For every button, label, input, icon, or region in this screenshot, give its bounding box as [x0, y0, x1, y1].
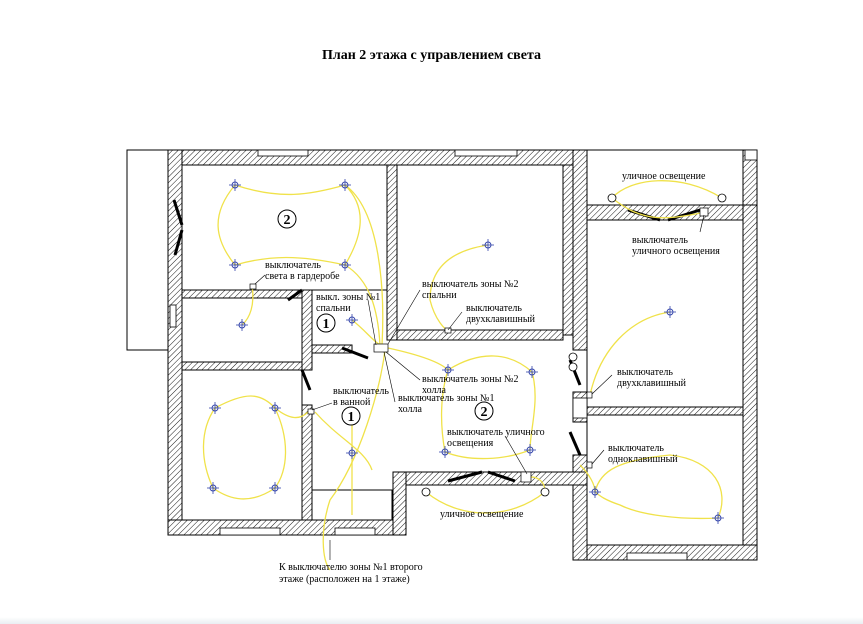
label-street-switch-2: выключатель уличного — [447, 427, 545, 438]
switch-icon — [699, 207, 709, 217]
label-bedroom-zone1: спальни — [316, 303, 351, 314]
label-bathroom-switch: выключатель — [333, 386, 389, 397]
label-double-switch-right: двухклавишный — [617, 378, 687, 389]
zone-number: 1 — [323, 317, 330, 332]
label-double-switch-mid: выключатель — [466, 303, 522, 314]
outdoor-light-icon — [717, 193, 727, 203]
label-note: К выключателю зоны №1 второго — [279, 562, 423, 573]
lamp-icon — [339, 259, 351, 271]
switches — [249, 207, 709, 483]
label-single-switch: выключатель — [608, 443, 664, 454]
label-single-switch: одноклавишный — [608, 454, 678, 465]
switch-icon — [307, 408, 315, 415]
windows — [169, 149, 758, 561]
label-bedroom-zone2: выключатель зоны №2 — [422, 279, 518, 290]
lamp-icon — [207, 482, 219, 494]
switch-icon — [249, 283, 257, 290]
label-street-switch: выключатель — [632, 235, 688, 246]
zone-markers: 2 1 1 2 — [277, 209, 494, 426]
label-street-switch: уличного освещения — [632, 246, 720, 257]
leader-lines — [254, 214, 705, 560]
zone-number: 1 — [348, 410, 355, 425]
lamp-icon — [664, 306, 676, 318]
lamp-icon — [229, 179, 241, 191]
annotations: уличное освещение выключатель уличного о… — [265, 171, 720, 585]
label-bathroom-switch: в ванной — [333, 397, 371, 408]
label-hall-zone2: холла — [422, 385, 446, 396]
page-title: План 2 этажа с управлением света — [322, 48, 541, 63]
lamp-icon — [209, 402, 221, 414]
lamp-icon — [712, 512, 724, 524]
zone-number: 2 — [284, 213, 291, 228]
outdoor-lights — [421, 193, 727, 497]
balcony-outline — [126, 149, 170, 351]
label-hall-zone1: выключатель зоны №1 — [398, 393, 494, 404]
switch-icon — [586, 461, 593, 469]
label-note: этаже (расположен на 1 этаже) — [279, 574, 410, 585]
label-street-light-top: уличное освещение — [622, 171, 706, 182]
zone-number: 2 — [481, 405, 488, 420]
label-street-light-bottom: уличное освещение — [440, 509, 524, 520]
outdoor-light-icon — [421, 487, 431, 497]
label-hall-zone2: выключатель зоны №2 — [422, 374, 518, 385]
label-wardrobe-switch: света в гардеробе — [265, 271, 340, 282]
bottom-edge — [0, 617, 863, 624]
label-bedroom-zone2: спальни — [422, 290, 457, 301]
lamp-icon — [524, 444, 536, 456]
exterior-walls — [167, 149, 758, 561]
label-wardrobe-switch: выключатель — [265, 260, 321, 271]
lamp-icon — [589, 486, 601, 498]
outdoor-light-icon — [540, 487, 550, 497]
lamp-icon — [482, 239, 494, 251]
switch-icon — [586, 391, 593, 399]
label-bedroom-zone1: выкл. зоны №1 — [316, 292, 380, 303]
label-double-switch-mid: двухклавишный — [466, 314, 536, 325]
switch-icon — [520, 471, 532, 483]
lamp-icon — [229, 259, 241, 271]
label-hall-zone1: холла — [398, 404, 422, 415]
label-street-switch-2: освещения — [447, 438, 494, 449]
switch-icon — [444, 327, 452, 334]
switch-icon — [373, 343, 389, 353]
label-double-switch-right: выключатель — [617, 367, 673, 378]
outdoor-light-icon — [607, 193, 617, 203]
interior-walls — [181, 164, 744, 546]
lamp-icon — [269, 482, 281, 494]
